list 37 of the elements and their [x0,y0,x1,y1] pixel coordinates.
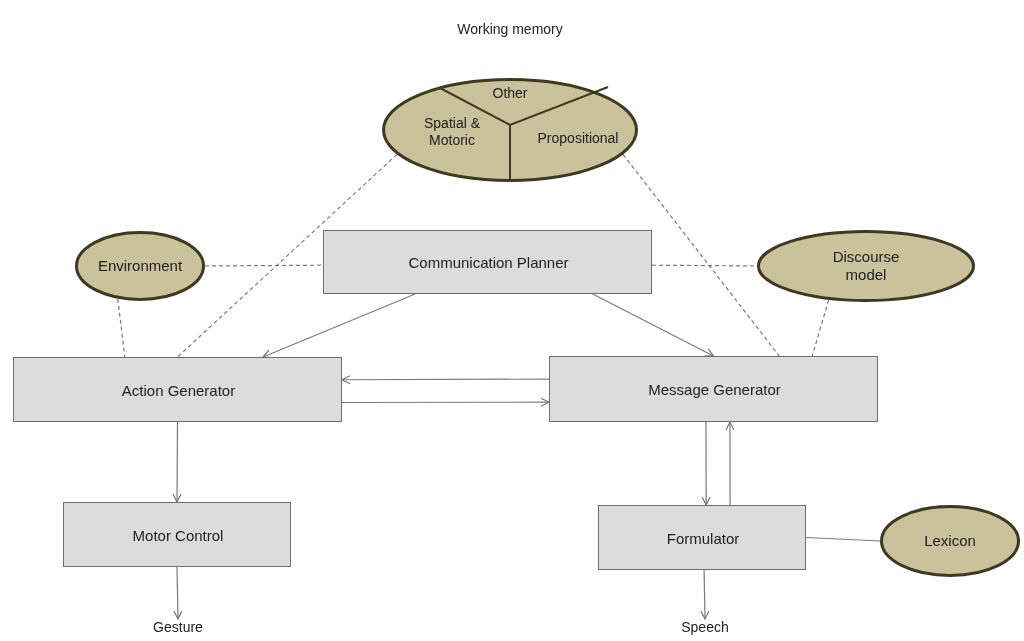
section-label: Propositional [537,129,619,147]
connector-line [622,153,780,357]
arrow [592,293,715,357]
ellipse-node [880,505,1020,577]
node-label: Formulator [666,529,740,548]
arrow [725,421,735,506]
arrow [700,569,710,620]
connector-line [204,264,324,267]
process-box [549,356,878,422]
node-label: Motor Control [132,526,224,545]
ellipse-node [757,230,975,302]
arrow [341,397,550,407]
arrow [701,421,711,506]
arrow [262,293,416,359]
arrow [341,375,550,385]
section-label: Spatial & Motoric [422,115,481,149]
node-label: Action Generator [121,381,236,400]
ellipse-node [75,231,205,301]
node-label: Lexicon [924,532,976,550]
process-box [13,357,342,422]
node-label: Discourse model [831,248,901,284]
node-label: Message Generator [648,381,781,399]
connector-line [805,536,881,542]
process-box [323,230,652,294]
process-box [63,502,291,567]
connector-line [176,153,398,358]
connector-line [811,299,830,357]
output-label: Speech [680,619,730,636]
node-label: Communication Planner [408,254,569,272]
process-box [598,505,806,570]
node-label: Environment [97,257,183,275]
output-label: Gesture [152,619,204,636]
arrow [172,421,182,503]
section-label: Other [492,84,528,102]
connector-line [117,298,126,358]
arrow [173,566,183,620]
memory-heading: Working memory [457,20,563,38]
